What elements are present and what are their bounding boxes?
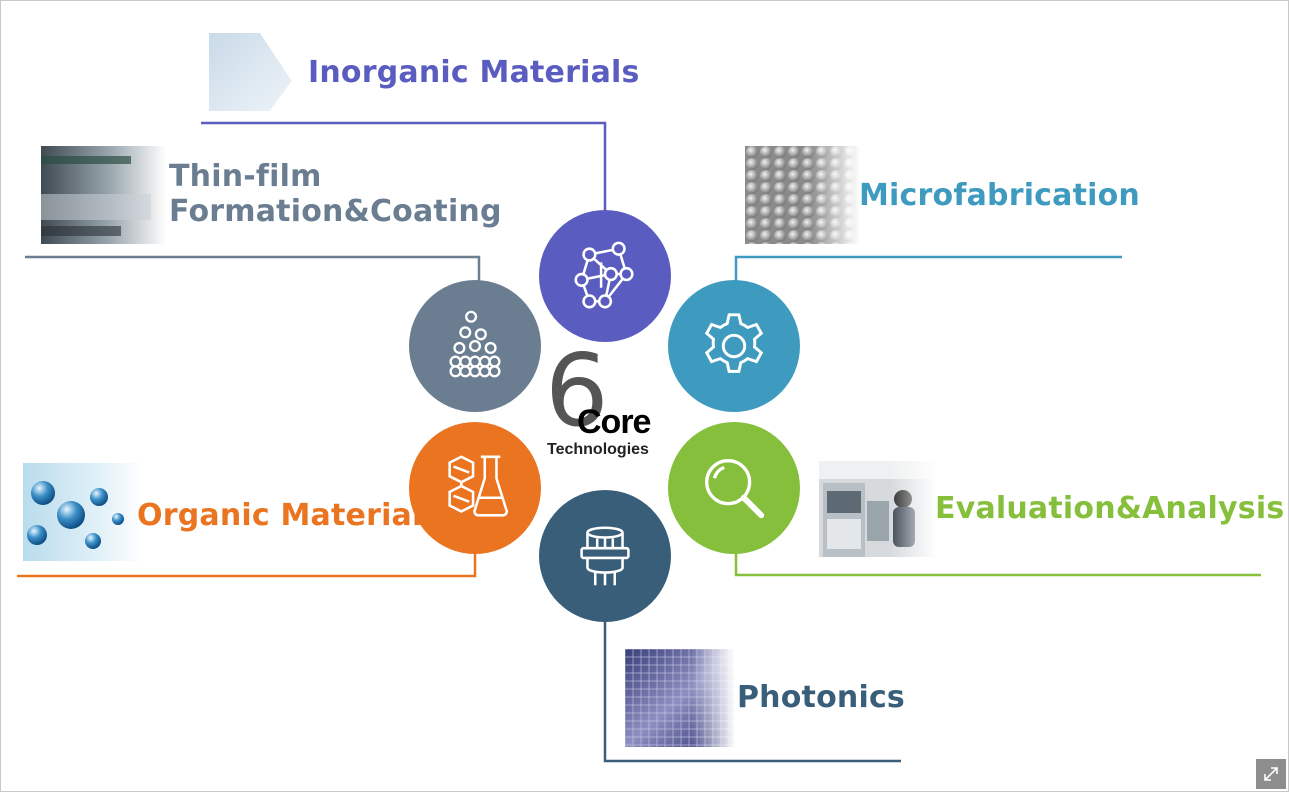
magnifier-icon [705,459,765,519]
gear-icon [704,313,764,373]
logo-numeral: 6 [545,332,609,449]
evaluation-circle[interactable] [668,422,800,554]
photonics-circle[interactable] [539,490,671,622]
microfabrication-label[interactable]: Microfabrication [859,178,1140,213]
microfabrication-connector [734,255,1122,281]
microfabrication-thumbnail [745,146,860,244]
evaluation-analysis-label[interactable]: Evaluation&Analysis [935,491,1285,526]
organic-circle[interactable] [409,422,541,554]
organic-thumbnail [23,463,143,561]
organic-materials-label[interactable]: Organic Materials [137,498,441,533]
thinfilm-label-line1[interactable]: Thin-film [169,159,322,194]
organic-connector [17,549,477,578]
inorganic-connector [201,121,607,211]
microfabrication-circle[interactable] [668,280,800,412]
thinfilm-circle[interactable] [409,280,541,412]
optical-component-icon [580,526,630,586]
thinfilm-connector [25,255,481,281]
inorganic-thumbnail [209,33,293,111]
inorganic-circle[interactable] [539,210,671,342]
expand-arrows-icon [1264,767,1278,781]
thinfilm-label-line2[interactable]: Formation&Coating [169,194,502,229]
expand-button[interactable] [1256,759,1286,789]
logo-word: Core [577,403,651,441]
thinfilm-thumbnail [41,146,166,244]
logo-subtitle: Technologies [547,441,649,458]
six-core-technologies-logo: 6 Core Technologies [541,341,676,467]
photonics-label[interactable]: Photonics [737,680,905,715]
evaluation-thumbnail [819,461,937,557]
photonics-connector [603,621,901,763]
flask-molecule-icon [448,455,508,517]
inorganic-materials-label[interactable]: Inorganic Materials [308,55,640,90]
photonics-thumbnail [625,649,735,747]
evaluation-connector [734,551,1261,577]
particle-deposition-icon [449,310,501,378]
crystal-lattice-icon [574,241,634,309]
